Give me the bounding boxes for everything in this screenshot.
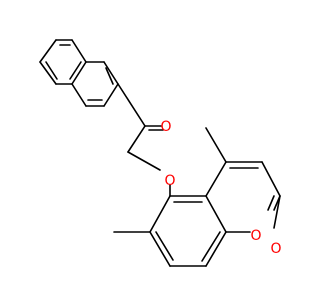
bond-double-inner xyxy=(267,195,275,211)
bond xyxy=(205,195,227,233)
lactone-oxygen-label: O xyxy=(270,241,281,257)
bond xyxy=(149,195,171,233)
bond xyxy=(71,83,87,107)
naphthalene-group xyxy=(39,39,119,107)
bond-double-inner xyxy=(45,61,58,80)
bond xyxy=(71,39,87,63)
bond xyxy=(103,83,119,107)
bond xyxy=(273,195,281,229)
bond xyxy=(205,161,227,197)
ether-oxygen-label: O xyxy=(164,173,175,189)
ethanone-linker xyxy=(117,83,171,197)
bond xyxy=(39,61,57,85)
molecule-structure-diagram: O O O O xyxy=(39,39,282,267)
bond xyxy=(205,127,227,163)
atom-labels: O O O O xyxy=(160,119,281,257)
bond xyxy=(39,39,57,63)
bond xyxy=(205,231,227,267)
coumarin-group xyxy=(113,127,281,267)
bond xyxy=(71,61,87,85)
bond xyxy=(273,195,281,211)
bond-double-inner xyxy=(105,67,114,85)
bond xyxy=(127,151,161,171)
bond-double-inner xyxy=(155,231,174,261)
bond xyxy=(117,83,146,127)
bond-double-inner xyxy=(201,231,221,262)
bond xyxy=(127,125,146,153)
bond xyxy=(261,161,281,197)
bond xyxy=(149,231,171,267)
bond-double-inner xyxy=(69,61,82,80)
ketone-oxygen-label: O xyxy=(160,119,171,135)
ring-oxygen-label: O xyxy=(250,228,261,244)
bond xyxy=(103,61,119,85)
